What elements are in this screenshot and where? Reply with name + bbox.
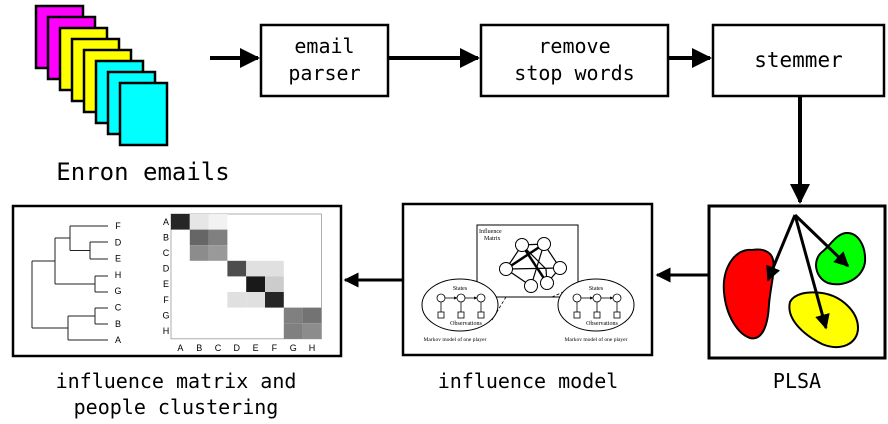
remove-stop-words-label-line2: stop words (514, 61, 634, 85)
matrix-cell (189, 214, 209, 230)
influence-matrix-frame (476, 224, 579, 298)
email-stack-icon (34, 4, 169, 147)
dendrogram-leaf-label: C (115, 303, 122, 313)
email-parser-label-line1: email (294, 34, 354, 58)
matrix-cell (227, 292, 247, 308)
markov-caption-right: Markov model of one player (565, 336, 628, 343)
matrix-row-label: G (162, 310, 169, 320)
matrix-cell (246, 276, 265, 292)
matrix-row-label: C (163, 248, 170, 258)
matrix-cell (302, 323, 322, 339)
observations-label-right: Observations (586, 321, 618, 327)
email-parser-label-line2: parser (288, 61, 360, 85)
enron-emails-label: Enron emails (56, 158, 229, 186)
matrix-cell (227, 260, 247, 277)
matrix-row-label: H (163, 326, 170, 336)
matrix-cell (265, 276, 284, 292)
influence-matrix-label-line1: Influence (479, 228, 502, 235)
plsa-arrow-yellow (793, 214, 830, 330)
observations-label-left: Observations (450, 321, 482, 327)
matrix-col-label: F (272, 343, 278, 353)
matrix-cell (189, 229, 209, 246)
dendrogram-leaf-label: D (115, 237, 122, 247)
dendrogram-leaf-label: F (115, 221, 121, 231)
matrix-col-label: G (290, 343, 297, 353)
influence-model-box: Influence Matrix (401, 202, 654, 357)
email-sheet (118, 81, 169, 147)
markov-model-right: States Observations (557, 278, 635, 332)
stemmer-label: stemmer (754, 48, 843, 72)
matrix-col-labels: A B C D E F G H (177, 343, 315, 353)
influence-matrix-heatmap (170, 213, 322, 340)
dendrogram (31, 225, 108, 341)
remove-stop-words-label-line1: remove (538, 34, 610, 58)
influence-network-nodes (499, 237, 567, 293)
influence-model-label: influence model (438, 369, 619, 393)
dendrogram-leaf-label: G (114, 286, 121, 296)
email-parser-box: email parser (259, 23, 390, 98)
dendrogram-leaf-label: H (115, 270, 122, 280)
dendrogram-leaf-label: E (115, 254, 121, 264)
matrix-col-label: A (177, 343, 183, 353)
matrix-col-label: D (234, 343, 241, 353)
matrix-row-label: D (163, 264, 170, 274)
markov-model-left: States Observations (421, 278, 499, 332)
matrix-cell (283, 323, 303, 339)
matrix-row-label: B (163, 232, 169, 242)
matrix-row-label: F (163, 295, 169, 305)
states-label-right: States (589, 286, 604, 292)
matrix-cell (283, 307, 303, 324)
plsa-arrow-red (766, 214, 797, 282)
matrix-cell (208, 229, 228, 246)
matrix-cell (265, 260, 284, 277)
matrix-col-label: E (253, 343, 259, 353)
influence-matrix-label-line1-caption: influence matrix and (56, 369, 297, 393)
markov-caption-left: Markov model of one player (424, 336, 487, 343)
matrix-cell (246, 292, 265, 308)
influence-matrix-label-line2: Matrix (484, 236, 500, 242)
matrix-row-label: A (163, 217, 169, 227)
matrix-col-label: B (196, 343, 202, 353)
plsa-label: PLSA (773, 369, 821, 393)
matrix-cell (246, 260, 265, 277)
stemmer-box: stemmer (711, 23, 886, 98)
dendrogram-leaf-label: B (115, 319, 121, 329)
plsa-box (707, 204, 887, 360)
matrix-col-label: H (309, 343, 316, 353)
plsa-arrow-green (793, 213, 850, 268)
matrix-col-label: C (215, 343, 222, 353)
matrix-cell (302, 307, 322, 324)
states-label-left: States (453, 286, 468, 292)
matrix-cell (189, 245, 209, 261)
dendrogram-leaf-label: A (115, 335, 121, 345)
matrix-cell (208, 245, 228, 261)
matrix-cell (265, 292, 284, 308)
matrix-cell (208, 214, 228, 230)
plsa-red-cluster (722, 248, 775, 340)
matrix-cell (171, 214, 190, 230)
influence-matrix-label-line2-caption: people clustering (74, 395, 279, 419)
matrix-row-label: E (163, 279, 169, 289)
remove-stop-words-box: remove stop words (479, 23, 670, 98)
